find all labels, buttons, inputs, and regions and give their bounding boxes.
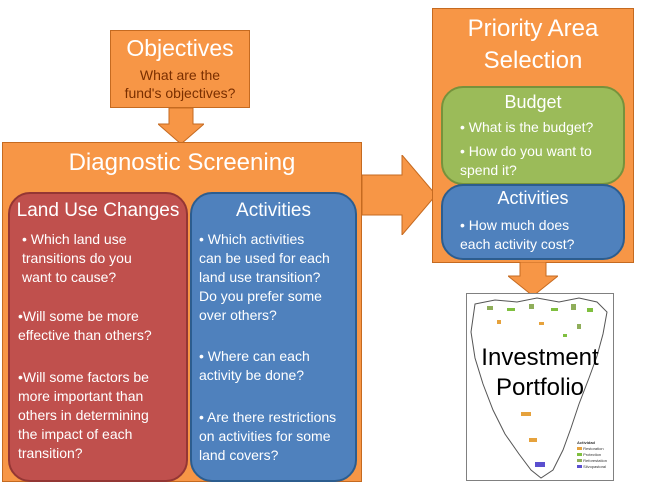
activities-panel-left: Activities • Which activities can be use… bbox=[190, 192, 357, 482]
activities-left-item-1-line-2: can be used for each bbox=[199, 250, 330, 266]
activities-left-item-2-line-2: activity be done? bbox=[199, 367, 305, 383]
land-use-item-2: •Will some be more effective than others… bbox=[18, 307, 152, 345]
budget-panel: Budget • What is the budget? • How do yo… bbox=[441, 86, 625, 185]
right-arrow-diagnostic bbox=[362, 155, 436, 235]
map-legend-item-3: Reforestation bbox=[577, 458, 611, 464]
activities-left-item-1-line-4: Do you prefer some bbox=[199, 288, 322, 304]
investment-label: Investment bbox=[481, 344, 599, 371]
objectives-box: Objectives What are the fund's objective… bbox=[110, 30, 250, 108]
map-legend-label-1: Restoration bbox=[583, 446, 604, 451]
budget-item-2-line-1: • How do you want to bbox=[460, 143, 592, 159]
activities-panel-right: Activities • How much does each activity… bbox=[441, 184, 625, 260]
activities-left-item-3-line-3: land covers? bbox=[199, 447, 279, 463]
map-legend-swatch-2 bbox=[577, 453, 582, 456]
land-use-item-3-line-1: •Will some factors be bbox=[18, 369, 149, 385]
map-legend-item-4: Silvopastoral bbox=[577, 464, 611, 470]
region-map-shape bbox=[470, 297, 608, 479]
budget-item-1: • What is the budget? bbox=[460, 118, 593, 137]
down-arrow-priority bbox=[508, 262, 558, 296]
budget-item-2-line-2: spend it? bbox=[460, 162, 517, 178]
budget-title: Budget bbox=[504, 92, 562, 112]
activities-left-item-3: • Are there restrictions on activities f… bbox=[199, 408, 336, 465]
activities-left-item-2-line-1: • Where can each bbox=[199, 348, 310, 364]
objectives-title: Objectives bbox=[126, 35, 234, 61]
land-use-item-1-line-3: want to cause? bbox=[22, 269, 117, 285]
activities-right-item-1: • How much does each activity cost? bbox=[460, 216, 574, 254]
map-legend-label-2: Protection bbox=[583, 452, 602, 457]
activities-right-title: Activities bbox=[497, 188, 569, 208]
land-use-changes-title: Land Use Changes bbox=[16, 200, 180, 221]
down-arrow-objectives bbox=[158, 108, 204, 144]
land-use-changes-panel: Land Use Changes • Which land use transi… bbox=[8, 192, 188, 482]
land-use-item-3-line-2: more important than bbox=[18, 388, 144, 404]
map-legend: Actividad Restoration Protection Refores… bbox=[577, 440, 611, 470]
land-use-item-3-line-5: transition? bbox=[18, 445, 83, 461]
map-legend-label-3: Reforestation bbox=[583, 458, 607, 463]
budget-item-1-line-1: • What is the budget? bbox=[460, 119, 594, 135]
activities-left-title: Activities bbox=[236, 200, 311, 221]
map-legend-swatch-1 bbox=[577, 447, 582, 450]
objectives-question-line2: fund's objectives? bbox=[124, 85, 236, 101]
land-use-item-3: •Will some factors be more important tha… bbox=[18, 368, 149, 463]
map-legend-item-1: Restoration bbox=[577, 446, 611, 452]
activities-right-item-1-line-2: each activity cost? bbox=[460, 236, 575, 252]
land-use-item-3-line-4: the impact of each bbox=[18, 426, 133, 442]
map-legend-title: Actividad bbox=[577, 440, 596, 445]
map-legend-swatch-3 bbox=[577, 459, 582, 462]
land-use-item-3-line-3: others in determining bbox=[18, 407, 149, 423]
land-use-item-2-line-1: •Will some be more bbox=[18, 308, 139, 324]
investment-portfolio-map: Investment Portfolio Actividad Restorati… bbox=[466, 293, 614, 481]
map-legend-swatch-4 bbox=[577, 465, 582, 468]
priority-area-title-line2: Selection bbox=[483, 47, 583, 74]
map-legend-label-4: Silvopastoral bbox=[583, 464, 607, 469]
activities-left-item-3-line-1: • Are there restrictions bbox=[199, 409, 337, 425]
activities-right-item-1-line-1: • How much does bbox=[460, 217, 570, 233]
budget-item-2: • How do you want to spend it? bbox=[460, 142, 592, 180]
activities-left-item-2: • Where can each activity be done? bbox=[199, 347, 310, 385]
objectives-question-line1: What are the bbox=[139, 67, 221, 83]
portfolio-label: Portfolio bbox=[495, 374, 585, 401]
map-patches bbox=[487, 304, 593, 467]
land-use-item-1: • Which land use transitions do you want… bbox=[22, 230, 132, 287]
activities-left-item-3-line-2: on activities for some bbox=[199, 428, 331, 444]
land-use-item-1-line-1: • Which land use bbox=[22, 231, 127, 247]
land-use-item-2-line-2: effective than others? bbox=[18, 327, 152, 343]
activities-left-item-1-line-3: land use transition? bbox=[199, 269, 321, 285]
priority-area-title-line1: Priority Area bbox=[467, 15, 599, 42]
diagnostic-screening-title: Diagnostic Screening bbox=[68, 149, 296, 176]
activities-left-item-1-line-1: • Which activities bbox=[199, 231, 305, 247]
activities-left-item-1-line-5: over others? bbox=[199, 307, 277, 323]
map-legend-item-2: Protection bbox=[577, 452, 611, 458]
land-use-item-1-line-2: transitions do you bbox=[22, 250, 132, 266]
activities-left-item-1: • Which activities can be used for each … bbox=[199, 230, 330, 325]
